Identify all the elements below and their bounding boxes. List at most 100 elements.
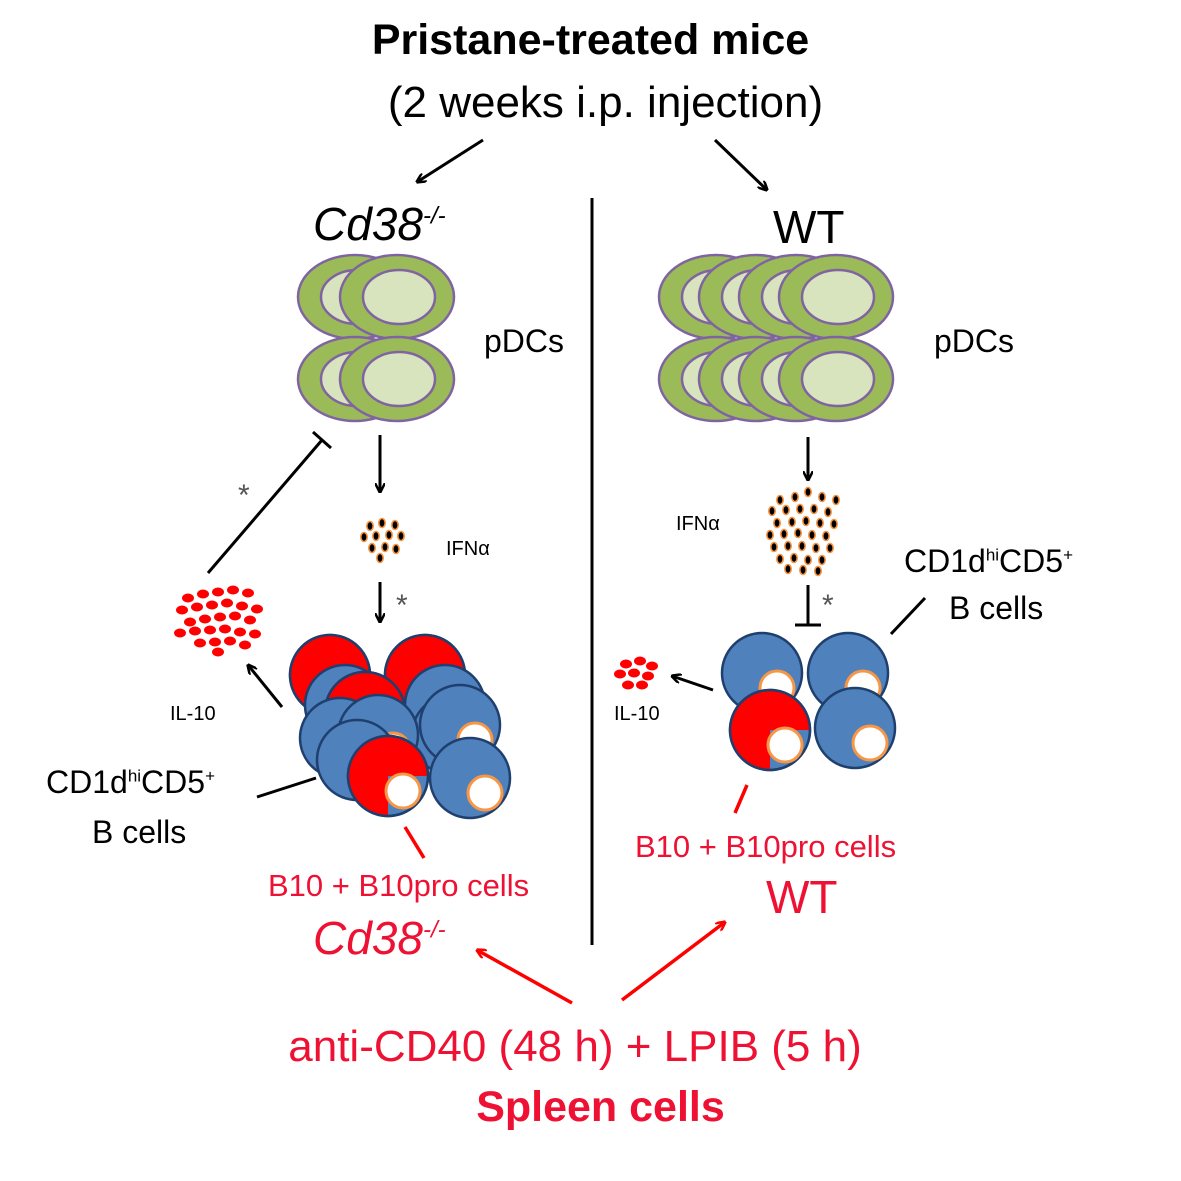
il10-particle bbox=[174, 628, 186, 638]
il10-particle bbox=[622, 680, 634, 690]
ifn-particle bbox=[779, 528, 788, 540]
il10-particle bbox=[636, 680, 648, 690]
ifn-particle bbox=[797, 540, 806, 552]
ifn-particle bbox=[359, 531, 368, 543]
pdc-cell bbox=[338, 253, 456, 341]
right-bcell-label-a: CD1d bbox=[904, 543, 986, 579]
right-ifn-label: IFNα bbox=[676, 513, 720, 535]
il10-particle bbox=[227, 585, 239, 595]
b10-cell bbox=[728, 688, 812, 772]
il10-particle bbox=[642, 671, 654, 681]
ifn-particle bbox=[803, 554, 812, 566]
ifn-particle bbox=[391, 543, 400, 555]
pdc-cell bbox=[777, 335, 895, 423]
bcell-outline bbox=[346, 734, 430, 818]
ifn-particle bbox=[813, 565, 822, 577]
right-b10-genotype: WT bbox=[766, 871, 838, 923]
b10-cell bbox=[346, 734, 430, 818]
arrow-footer-to-wt bbox=[620, 922, 725, 1002]
left-bcell-cluster bbox=[288, 633, 512, 820]
il10-particle bbox=[212, 647, 224, 657]
il10-particle bbox=[239, 640, 251, 650]
left-inhibit-line bbox=[206, 439, 324, 574]
ifn-particle bbox=[390, 519, 399, 531]
ifn-particle bbox=[396, 530, 405, 542]
ifn-particle bbox=[384, 529, 393, 541]
left-genotype-main: Cd38 bbox=[313, 198, 423, 250]
left-pdc-label: pDCs bbox=[484, 323, 565, 359]
ifn-particle bbox=[775, 553, 784, 565]
page-subtitle: (2 weeks i.p. injection) bbox=[387, 78, 824, 127]
left-bcell-label-hi: hi bbox=[127, 766, 142, 786]
ifn-particle bbox=[380, 541, 389, 553]
il10-particle bbox=[628, 668, 640, 678]
left-b10-genotype-main: Cd38 bbox=[313, 912, 423, 964]
left-b10-connector bbox=[403, 826, 426, 859]
ifn-particle bbox=[371, 530, 380, 542]
left-bcell-label-line2: B cells bbox=[92, 814, 187, 850]
right-bcell-label: CD1dhiCD5+ bbox=[904, 543, 1073, 580]
bcell-nucleus bbox=[466, 774, 504, 812]
right-bcell-label-b: CD5 bbox=[999, 543, 1064, 579]
il10-particle bbox=[197, 589, 209, 599]
left-ifn-label: IFNα bbox=[446, 538, 490, 560]
il10-particle bbox=[229, 611, 241, 621]
ifn-particle bbox=[798, 564, 807, 576]
right-inhibit-asterisk: * bbox=[822, 589, 834, 622]
il10-particle bbox=[224, 636, 236, 646]
bcell-nucleus bbox=[384, 772, 422, 810]
il10-particle bbox=[184, 617, 196, 627]
il10-particle bbox=[236, 601, 248, 611]
ifn-particle bbox=[817, 491, 826, 503]
ifn-particle bbox=[787, 516, 796, 528]
left-il10-dots bbox=[174, 585, 263, 657]
ifn-particle bbox=[775, 494, 784, 506]
ifn-particle bbox=[803, 486, 812, 498]
pdc-nucleus bbox=[361, 350, 437, 408]
ifn-particle bbox=[795, 503, 804, 515]
il10-particle bbox=[214, 612, 226, 622]
left-genotype-label: Cd38-/- bbox=[313, 197, 446, 251]
ifn-particle bbox=[801, 515, 810, 527]
il10-particle bbox=[242, 588, 254, 598]
ifn-particle bbox=[807, 529, 816, 541]
left-b10-label: B10 + B10pro cells bbox=[268, 868, 530, 903]
right-pdc-label: pDCs bbox=[934, 323, 1015, 359]
pdc-nucleus bbox=[800, 350, 876, 408]
left-bcell-label-b: CD5 bbox=[141, 764, 206, 800]
ifn-particle bbox=[811, 542, 820, 554]
il10-particle bbox=[206, 600, 218, 610]
il10-particle bbox=[204, 625, 216, 635]
bcell-red-cytoplasm bbox=[730, 730, 770, 770]
left-genotype-sup: -/- bbox=[422, 202, 446, 230]
il10-particle bbox=[251, 604, 263, 614]
il10-particle bbox=[244, 615, 256, 625]
il10-particle bbox=[209, 637, 221, 647]
right-bcell-label-line bbox=[889, 596, 927, 636]
il10-particle bbox=[221, 598, 233, 608]
il10-particle bbox=[176, 605, 188, 615]
left-bcell-label-a: CD1d bbox=[46, 764, 128, 800]
ifn-particle bbox=[825, 542, 834, 554]
b-cell bbox=[428, 736, 512, 820]
right-bcell-label-plus: + bbox=[1063, 545, 1073, 565]
ifn-particle bbox=[769, 541, 778, 553]
right-pdc-cluster bbox=[657, 253, 895, 423]
il10-particle bbox=[189, 626, 201, 636]
pdc-cell bbox=[777, 253, 895, 341]
left-bcell-label: CD1dhiCD5+ bbox=[46, 764, 215, 801]
ifn-particle bbox=[365, 520, 374, 532]
bcell-outline bbox=[728, 688, 812, 772]
ifn-particle bbox=[783, 563, 792, 575]
ifn-particle bbox=[772, 517, 781, 529]
il10-particle bbox=[182, 593, 194, 603]
right-il10-dots bbox=[614, 656, 658, 690]
ifn-particle bbox=[829, 518, 838, 530]
il10-particle bbox=[620, 659, 632, 669]
il10-particle bbox=[646, 661, 658, 671]
left-b10-genotype: Cd38-/- bbox=[313, 911, 446, 965]
bcell-red-cytoplasm bbox=[348, 776, 388, 816]
left-inhibit-asterisk: * bbox=[238, 479, 250, 512]
right-arrow-bcell-to-il10 bbox=[672, 676, 714, 692]
ifn-particle bbox=[767, 505, 776, 517]
